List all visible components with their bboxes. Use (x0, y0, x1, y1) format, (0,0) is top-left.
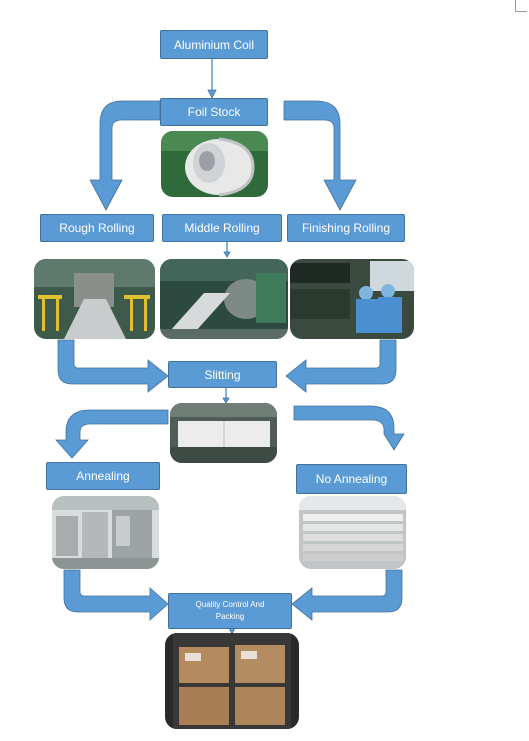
arrow-foil-to-rough (89, 100, 161, 211)
arrow-slitting-to-no-annealing (293, 405, 405, 451)
finishing-rolling-photo (290, 259, 414, 339)
arrow-annealing-to-qc (63, 569, 169, 621)
slitting-photo (170, 403, 277, 463)
step-no-annealing: No Annealing (296, 464, 407, 494)
arrow-head-coil-to-foil (207, 89, 217, 99)
step-qc-label-line1: Quality Control And (195, 600, 265, 609)
foil-stock-photo (161, 131, 268, 197)
step-rough-rolling-label: Rough Rolling (59, 221, 135, 235)
arrow-middle-down (223, 251, 231, 258)
step-foil-stock: Foil Stock (160, 98, 268, 126)
step-annealing-label: Annealing (76, 469, 130, 483)
no-annealing-photo (299, 496, 406, 569)
annealing-photo (52, 496, 159, 569)
packing-photo (165, 633, 299, 729)
step-slitting: Slitting (168, 361, 277, 388)
step-middle-rolling: Middle Rolling (162, 214, 282, 242)
arrow-no-annealing-to-qc (291, 569, 403, 621)
step-middle-rolling-label: Middle Rolling (184, 221, 260, 235)
step-slitting-label: Slitting (204, 367, 241, 382)
step-finishing-rolling: Finishing Rolling (287, 214, 405, 242)
rough-rolling-photo (34, 259, 155, 339)
arrow-finishing-to-slitting (285, 339, 397, 393)
page-corner-mark (515, 0, 527, 12)
middle-rolling-photo (160, 259, 288, 339)
step-rough-rolling: Rough Rolling (40, 214, 154, 242)
step-finishing-rolling-label: Finishing Rolling (301, 221, 391, 235)
step-aluminium-coil: Aluminium Coil (160, 30, 268, 59)
arrow-slitting-down (222, 397, 230, 404)
step-annealing: Annealing (46, 462, 160, 490)
arrow-slitting-to-annealing (55, 409, 169, 459)
step-no-annealing-label: No Annealing (315, 472, 388, 486)
step-qc-label-line2: Packing (215, 612, 245, 621)
step-aluminium-coil-label: Aluminium Coil (173, 37, 255, 52)
arrow-foil-to-finishing (283, 100, 357, 211)
arrow-rough-to-slitting (57, 339, 169, 393)
step-foil-stock-label: Foil Stock (187, 105, 241, 119)
step-quality-control-packing: Quality Control And Packing (168, 593, 292, 629)
